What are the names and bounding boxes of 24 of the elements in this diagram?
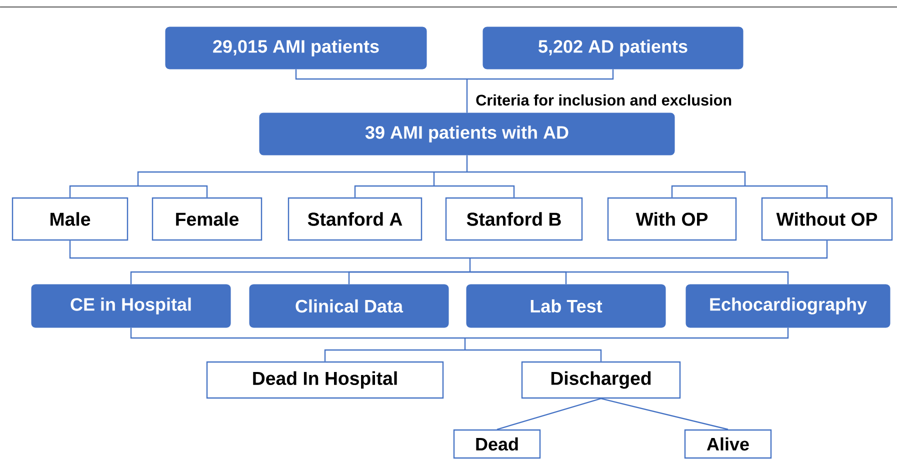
filled-box: Echocardiography: [686, 284, 890, 328]
filled-box: Clinical Data: [249, 284, 449, 328]
filled-box: Lab Test: [466, 284, 666, 328]
connector-line: [496, 398, 602, 430]
outlined-box: With OP: [607, 197, 737, 241]
bracket-connector: [295, 69, 614, 113]
outlined-box: Female: [152, 197, 262, 241]
outlined-box: Discharged: [521, 361, 681, 399]
outlined-box: Alive: [684, 429, 772, 459]
filled-box: 5,202 AD patients: [482, 26, 744, 70]
filled-box: 29,015 AMI patients: [165, 26, 427, 70]
filled-box: CE in Hospital: [31, 284, 231, 328]
bracket-connector: [130, 328, 789, 362]
outlined-box: Male: [12, 197, 128, 241]
outlined-box: Stanford B: [445, 197, 583, 241]
outlined-box: Without OP: [761, 197, 893, 241]
outlined-box: Dead: [453, 429, 541, 459]
filled-box: 39 AMI patients with AD: [259, 112, 675, 156]
bracket-connector: [69, 154, 828, 198]
outlined-box: Stanford A: [288, 197, 422, 241]
outlined-box: Dead In Hospital: [206, 361, 444, 399]
annotation-text: Criteria for inclusion and exclusion: [476, 94, 732, 106]
bracket-connector: [69, 240, 828, 284]
connector-line: [600, 398, 728, 430]
